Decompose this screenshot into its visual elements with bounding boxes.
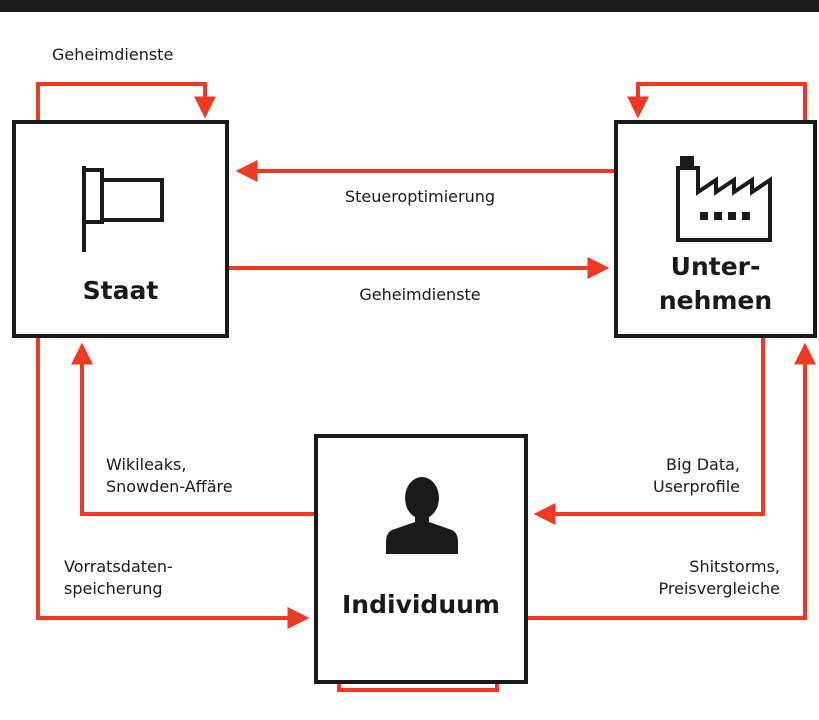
- arrow-staat-self-loop: [36, 82, 216, 122]
- arrow-individuum-to-unternehmen: [528, 342, 816, 620]
- arrow-unternehmen-to-individuum: [533, 338, 765, 525]
- label-individuum-to-unternehmen: Shitstorms, Preisvergleiche: [658, 557, 781, 598]
- label-unternehmen-to-individuum: Big Data, Userprofile: [652, 455, 740, 496]
- node-title-individuum: Individuum: [342, 590, 500, 619]
- label-staat-to-individuum: Vorratsdaten- speicherung: [64, 557, 173, 598]
- factory-icon: [676, 156, 772, 242]
- label-unternehmen-to-staat: Steueroptimierung: [344, 187, 496, 206]
- node-staat: Staat: [12, 120, 229, 338]
- node-title-unternehmen: Unter- nehmen: [658, 252, 773, 315]
- top-rule: [0, 0, 819, 12]
- arrow-staat-to-individuum: [36, 338, 310, 629]
- node-title-staat: Staat: [82, 276, 159, 305]
- arrow-individuum-to-staat: [71, 342, 314, 516]
- label-staat-self-loop: Geheimdienste: [52, 45, 174, 64]
- node-individuum: Individuum: [314, 434, 528, 684]
- arrow-unternehmen-self-loop: [627, 82, 807, 122]
- label-individuum-to-staat: Wikileaks, Snowden-Affäre: [106, 455, 233, 496]
- node-unternehmen: Unter- nehmen: [614, 120, 817, 338]
- label-staat-to-unternehmen: Geheimdienste: [359, 285, 481, 304]
- person-silhouette-icon: [386, 477, 458, 554]
- flag-icon: [82, 166, 164, 252]
